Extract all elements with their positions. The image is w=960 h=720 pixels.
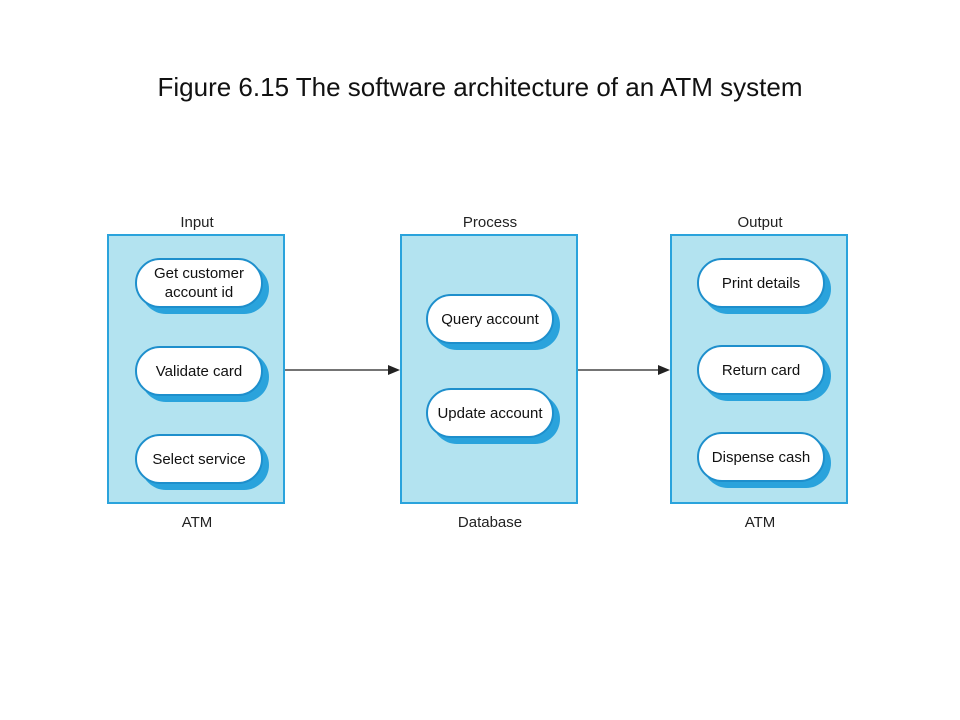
output-footer: ATM — [744, 514, 776, 531]
print-details-label: Print details — [697, 258, 825, 308]
return-card-label: Return card — [697, 345, 825, 395]
dispense-cash-node: Dispense cash — [697, 432, 831, 488]
process-panel: Query account Update account — [400, 234, 578, 504]
dispense-cash-label: Dispense cash — [697, 432, 825, 482]
select-service-label: Select service — [135, 434, 263, 484]
query-account-node: Query account — [426, 294, 560, 350]
output-panel: Print details Return card Dispense cash — [670, 234, 848, 504]
input-footer: ATM — [181, 514, 213, 531]
validate-card-label: Validate card — [135, 346, 263, 396]
input-panel: Get customer account id Validate card Se… — [107, 234, 285, 504]
get-customer-account-id-label: Get customer account id — [135, 258, 263, 308]
print-details-node: Print details — [697, 258, 831, 314]
update-account-label: Update account — [426, 388, 554, 438]
figure-title: Figure 6.15 The software architecture of… — [157, 72, 803, 102]
process-footer: Database — [457, 514, 523, 531]
get-customer-account-id-node: Get customer account id — [135, 258, 269, 314]
output-header: Output — [737, 214, 783, 231]
update-account-node: Update account — [426, 388, 560, 444]
process-header: Process — [462, 214, 518, 231]
validate-card-node: Validate card — [135, 346, 269, 402]
input-to-process-arrowhead — [388, 365, 400, 375]
input-header: Input — [180, 214, 214, 231]
return-card-node: Return card — [697, 345, 831, 401]
query-account-label: Query account — [426, 294, 554, 344]
process-to-output-arrowhead — [658, 365, 670, 375]
select-service-node: Select service — [135, 434, 269, 490]
